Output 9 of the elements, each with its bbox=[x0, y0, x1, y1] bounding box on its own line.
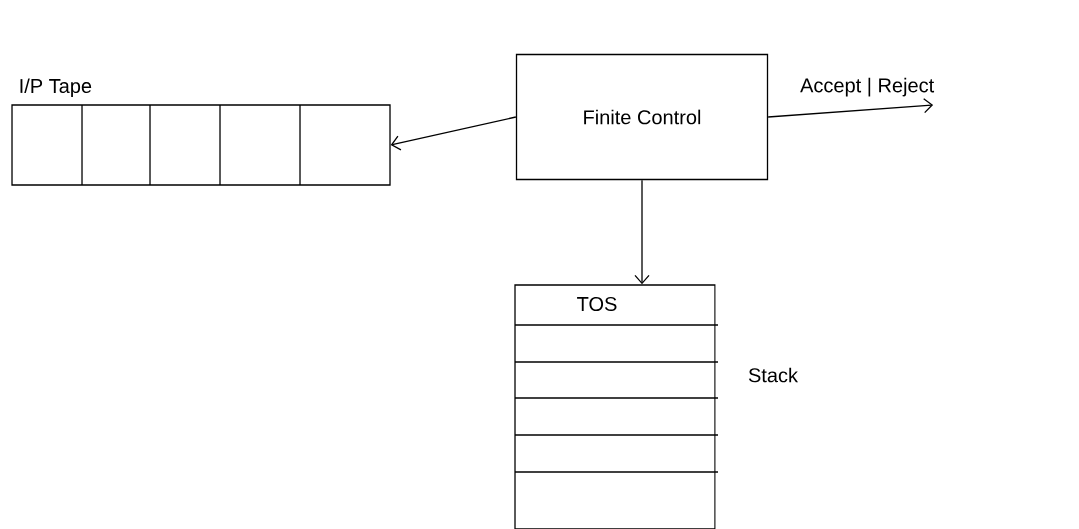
arrow bbox=[390, 116, 517, 151]
edge-label: Accept | Reject bbox=[800, 77, 935, 97]
control-box: Finite Control bbox=[515, 53, 769, 181]
node-label: I/P Tape bbox=[20, 78, 92, 98]
side-label: Stack bbox=[748, 367, 798, 383]
arrow bbox=[634, 179, 650, 285]
stack-drawing: TOS bbox=[514, 284, 716, 529]
arrow bbox=[767, 98, 934, 118]
tape-drawing: I/P Tape bbox=[11, 78, 391, 186]
